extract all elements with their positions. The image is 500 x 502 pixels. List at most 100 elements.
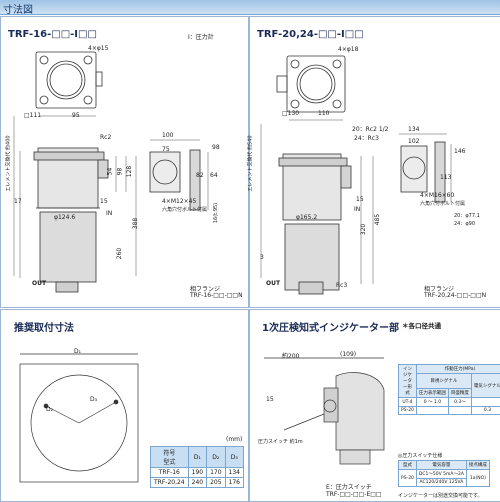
cell: 電気シグナル [470,373,500,398]
dim-dia124: φ124.6 [54,214,76,221]
flange20-dim-113: 113 [440,174,452,181]
dim-rc3-bottom: Rc3 [336,282,348,289]
dim-54: 54 [106,167,114,176]
flange-dim-64: 64 [210,172,218,179]
dim-square: □111 [24,112,42,119]
dim-rc-20: 20：Rc2 1/2 [352,126,389,133]
dim-rc-24: 24：Rc3 [354,135,379,142]
switch-spec-table: 型式 電気容量 接点構成 PS-20 DC1～50V 5mA～2A 1a(NO)… [398,460,490,487]
cell: 205 [206,477,226,488]
flange-dim-75: 75 [162,146,170,153]
dim-15: 15 [100,198,108,205]
table-row: TRF-16 190 170 134 [150,467,245,478]
dim-17: 17 [14,198,22,205]
flange-caption: 相フランジ [190,286,221,293]
flange20-dim-146: 146 [454,148,466,155]
flange-dim-16: 16(t:95) [213,202,220,224]
indicator-switch-label: E：圧力スイッチ [326,484,372,491]
header-title: 寸法図 [3,5,33,16]
cell: AC120/240V 125VA [415,478,467,487]
cell: 0 ～ 1.0 [415,397,449,407]
cell: PS-20 [398,406,417,415]
dim-15-20: 15 [356,196,364,203]
cell: 0.3 [470,406,500,415]
switch-spec-title: ◎圧力スイッチ仕様 [398,453,443,459]
flange-dim-82: 82 [196,172,204,179]
model-title-trf20: TRF-20,24-□□-I□□ [257,29,364,40]
label-in-20: IN [354,206,361,213]
note-pressure-gauge: I：圧力計 [188,34,214,41]
dim-3-20: 3 [260,254,264,261]
install-diagram [19,353,139,483]
cell: DC1～50V 5mA～2A [415,469,467,479]
dim-rc2: Rc2 [100,134,112,141]
cell: 圧力表示範囲 [415,388,449,398]
flange-model: TRF-16-□□-□□N [190,292,243,299]
dim-388: 388 [132,217,140,230]
flange20-dim-20: 20：φ77.1 [454,213,480,219]
cell: 型式 [398,460,417,470]
table-row: インジケーター形式 作動圧力(MPa) [398,364,500,398]
flange20-dim-102: 102 [408,138,420,145]
table-row: AC120/240V 125VA [399,478,490,487]
header-bar: 寸法図 [0,0,500,16]
model-title-trf16: TRF-16-□□-I□□ [8,29,97,40]
cell: 176 [224,477,245,488]
table-row: PS-20 DC1～50V 5mA～2A 1a(NO) [398,469,490,487]
indicator-switch-model: TRF-□□-□□-E□□ [326,491,382,498]
dim-320: 320 [360,223,368,236]
drawing-trf16 [13,51,209,293]
drawing-trf20 [260,55,452,295]
dim-dia165: φ165.2 [296,214,318,221]
dim-holes: 4×φ15 [88,45,109,52]
label-in: IN [106,210,113,217]
cell: 目視シグナル [415,373,472,389]
flange-dim-100: 100 [162,132,174,139]
cell: 1a(NO) [465,469,490,487]
install-d3: D₃ [90,396,98,403]
table-row: 目視シグナル 電気シグナル [399,373,500,398]
indicator-wire-label: 圧力スイッチ 約1m [258,439,303,445]
dim-98: 98 [116,167,124,176]
cell: 電気容量 [415,460,467,470]
flange20-model: TRF-20,24-□□-□□N [424,292,487,299]
cell: 240 [187,477,208,488]
table-row: PS-20 0.3 [398,406,500,415]
dim-128: 128 [126,165,134,178]
indicator-note: ＊各口径共通 [402,322,441,330]
cell: 190 [187,467,208,478]
label-out-20: OUT [266,280,281,287]
table-row: 型式 電気容量 接点構成 [398,460,490,470]
install-d2: D₂ [46,406,54,413]
install-title: 推奨取付寸法 [14,323,74,334]
cell: インジケーター形式 [398,364,417,398]
dim-holes-20: 4×φ18 [338,46,359,53]
indicator-table: インジケーター形式 作動圧力(MPa) 目視シグナル 電気シグナル 圧力表示範囲… [398,364,500,415]
table-row: TRF-20,24 240 205 176 [150,477,245,488]
install-unit: (mm) [226,436,243,443]
cell: 0.3～ [447,397,472,407]
install-table: 符号型式 D₁ D₂ D₃ TRF-16 190 170 134 TRF-20,… [150,446,245,488]
cell: TRF-16 [150,467,189,478]
flange20-bolt: 4×M16×60 [420,192,455,199]
indicator-dim-15: 15 [266,396,274,403]
indicator-title: 1次圧検知式インジケーター部 [262,323,399,334]
label-out: OUT [32,280,47,287]
cell: 目盛精度 [447,388,472,398]
indicator-dim-200: 約200 [282,353,300,360]
install-d1: D₁ [74,348,82,355]
cell [447,406,472,415]
install-th-0: 符号型式 [150,446,189,468]
cell: 作動圧力(MPa) [415,364,500,374]
cell: 接点構成 [465,460,490,470]
panel-trf16 [0,16,249,308]
flange-bolt-note: 六角穴付ボルト付属 [162,207,208,213]
install-th-2: D₂ [206,446,226,468]
dim-element-20: エレメント交換代 約540 [247,135,254,192]
switch-spec-note: インジケーターは別途交換可能です。 [398,493,483,499]
cell [470,397,500,407]
cell: UT-4 [398,397,417,407]
install-th-3: D₃ [224,446,245,468]
flange20-caption: 相フランジ [424,286,455,293]
indicator-dim-109: (109) [340,351,357,358]
